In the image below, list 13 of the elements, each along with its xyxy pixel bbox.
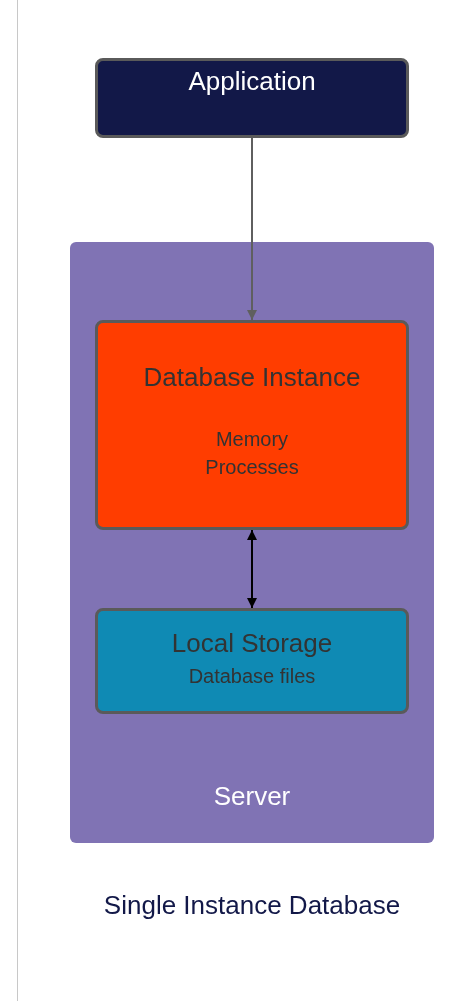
container-label: Server [212, 780, 292, 812]
arrow [247, 137, 257, 321]
arrow [247, 529, 257, 609]
local-storage-box [95, 608, 409, 714]
diagram-caption: Single Instance Database [102, 889, 402, 922]
node-title: Local Storage [170, 627, 334, 659]
application-box [95, 58, 409, 138]
database-instance-box [95, 320, 409, 530]
node-description: Memory Processes [204, 427, 300, 480]
node-description: Database files [187, 664, 317, 689]
node-title: Database Instance [142, 361, 362, 393]
server-container [70, 242, 434, 843]
node-title: Application [187, 65, 317, 97]
